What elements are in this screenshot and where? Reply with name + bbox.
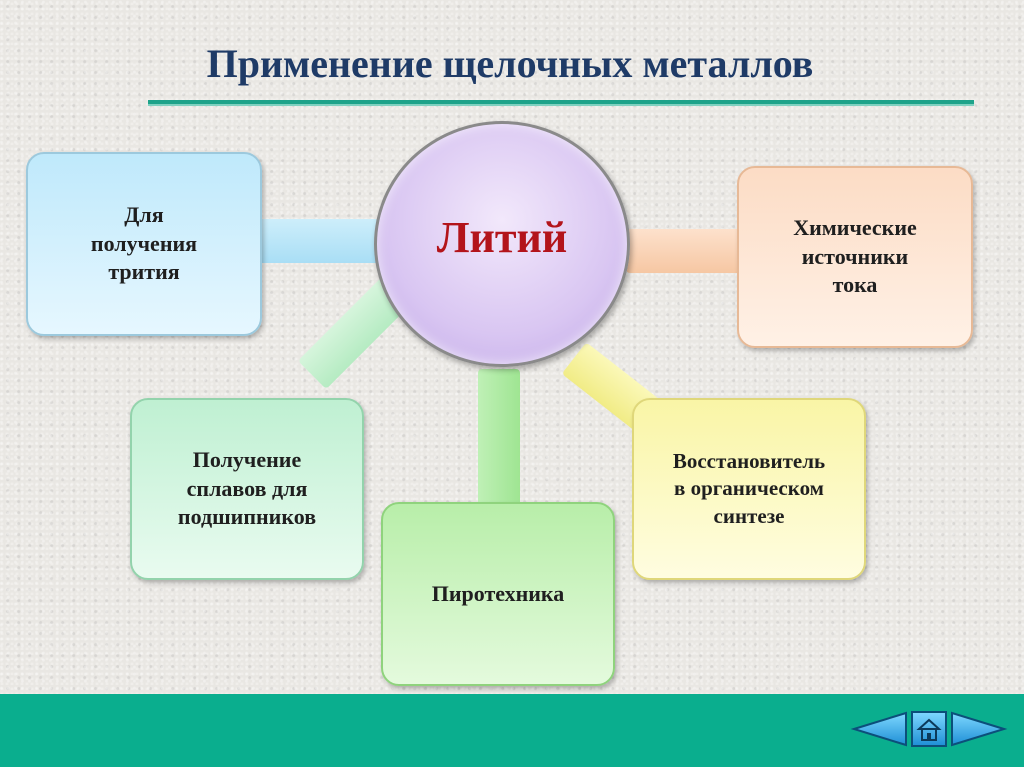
bottom-bar [0, 694, 1024, 767]
box-alloys: Получение сплавов для подшипников [130, 398, 364, 580]
center-label: Литий [436, 212, 568, 262]
box-reducer: Восстановитель в органическом синтезе [632, 398, 866, 580]
box-pyrotechnics-label: Пиротехника [431, 580, 565, 606]
box-tritium-label: Для получения трития [90, 202, 198, 285]
connector-pyrotechnics [478, 369, 520, 509]
home-icon[interactable] [911, 711, 947, 747]
back-arrow-icon[interactable] [850, 711, 908, 747]
center-node-lithium: Литий [374, 121, 630, 367]
connector-chem-sources [626, 229, 744, 273]
box-pyrotechnics: Пиротехника [381, 502, 615, 686]
forward-arrow-icon[interactable] [950, 711, 1008, 747]
page-title: Применение щелочных металлов [206, 41, 814, 86]
box-tritium: Для получения трития [26, 152, 262, 336]
box-reducer-label: Восстановитель в органическом синтезе [672, 449, 826, 528]
connector-tritium [255, 219, 380, 263]
title-underline [148, 100, 974, 104]
box-chem-sources-label: Химические источники тока [793, 215, 917, 298]
box-chem-sources: Химические источники тока [737, 166, 973, 348]
box-alloys-label: Получение сплавов для подшипников [177, 447, 317, 530]
